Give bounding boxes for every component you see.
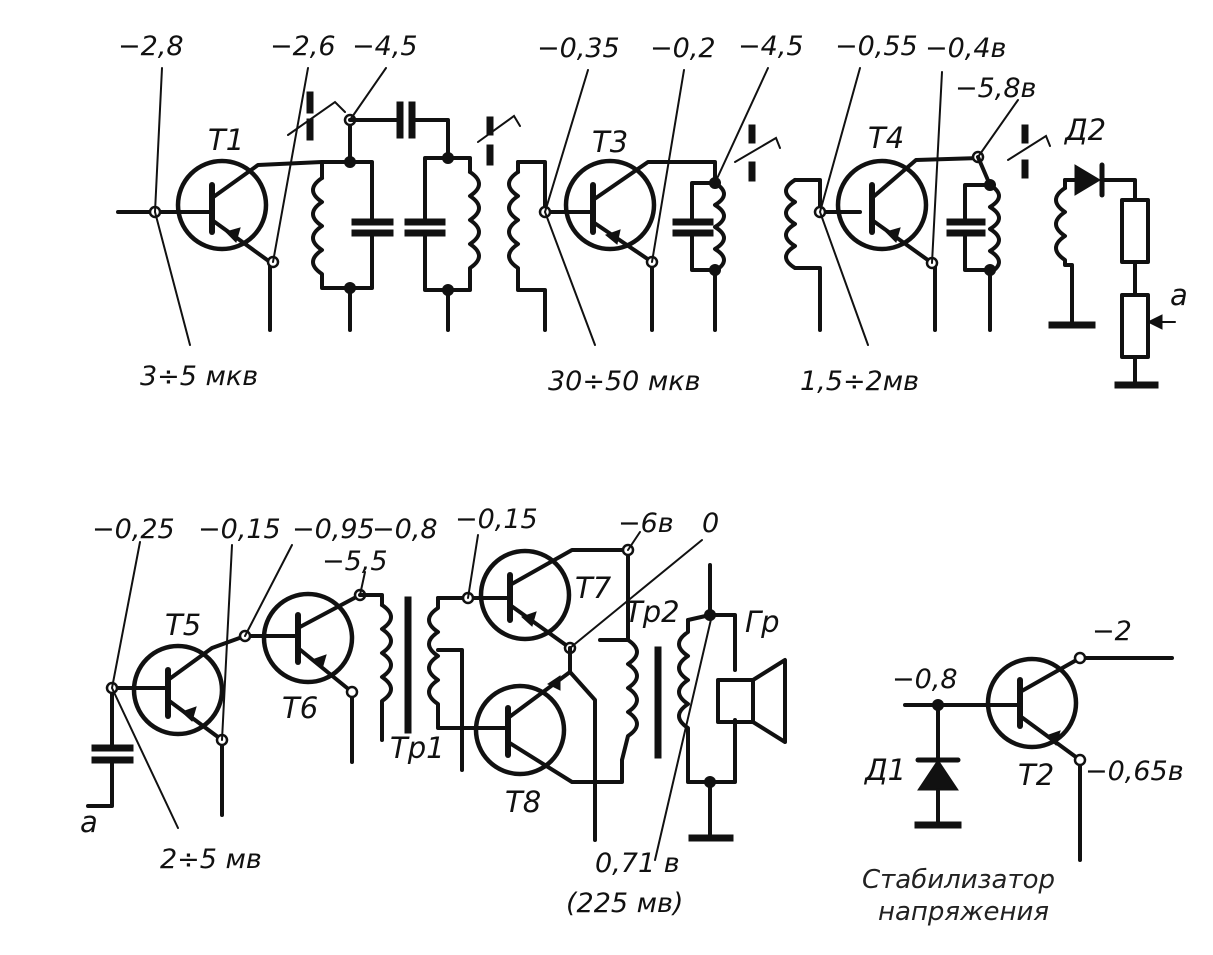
potentiometer-volume <box>1120 293 1150 359</box>
label-t7: T7 <box>575 571 612 605</box>
transistor-t6 <box>261 591 355 685</box>
label-t2: T2 <box>1018 758 1054 792</box>
resistor-load <box>1120 198 1150 264</box>
speaker-gr <box>716 658 787 744</box>
voltage-t2-emitter: −0,65в <box>1085 756 1184 787</box>
coupling-cap <box>348 101 450 160</box>
pin-t2-emitter <box>1073 753 1087 767</box>
af-stage-t5 <box>86 634 247 817</box>
label-t8: T8 <box>505 785 541 819</box>
voltage-t4-emitter: −0,4в <box>925 33 1006 64</box>
voltage-t3-collector: −4,5 <box>738 31 804 62</box>
label-d1: Д1 <box>863 753 906 787</box>
label-a-top: a <box>1170 278 1188 312</box>
label-t6: T6 <box>282 691 318 725</box>
transistor-t7 <box>478 548 572 642</box>
voltage-t2-base: −0,8 <box>892 664 958 695</box>
label-a-bottom: a <box>80 805 98 839</box>
label-d2: Д2 <box>1063 113 1106 147</box>
rf-stage-t3 <box>538 158 717 332</box>
signal-output-1: 0,71 в <box>595 848 680 879</box>
label-gr: Гр <box>745 605 780 639</box>
voltage-labels: −2,8 −2,6 −4,5 −0,35 −0,2 −4,5 −0,55 −0,… <box>92 31 1184 787</box>
detector <box>1048 162 1176 389</box>
af-stage-t6 <box>238 588 367 764</box>
voltage-t1-collector: −4,5 <box>352 31 418 62</box>
signal-stage4: 1,5÷2мв <box>800 366 919 397</box>
transformer-tr2 <box>654 563 737 842</box>
label-tr2: Тр2 <box>625 595 680 629</box>
tank-3 <box>672 124 822 332</box>
rf-stage-t1 <box>116 158 324 332</box>
transistor-t5 <box>131 643 225 737</box>
signal-input: 3÷5 мкв <box>140 361 258 392</box>
caption-line-1: Стабилизатор <box>862 865 1055 895</box>
voltage-t3-emitter: −0,2 <box>650 33 716 64</box>
transistor-t2 <box>985 656 1079 750</box>
transistor-t8 <box>473 683 567 777</box>
diode-d2 <box>1074 164 1101 196</box>
signal-labels: 3÷5 мкв 30÷50 мкв 1,5÷2мв 2÷5 мв 0,71 в … <box>140 361 919 919</box>
transformer-tr1 <box>358 593 490 772</box>
label-t4: T4 <box>868 121 904 155</box>
caption-line-2: напряжения <box>878 897 1049 927</box>
voltage-t4-base: −0,55 <box>835 31 918 62</box>
voltage-t7-emitter: 0 <box>702 508 719 539</box>
pin-t6-emitter <box>345 685 359 699</box>
signal-stage5: 2÷5 мв <box>160 844 262 875</box>
voltage-t1-emitter: −2,6 <box>270 31 336 62</box>
voltage-t5-emitter: −0,15 <box>198 514 281 545</box>
voltage-t6-collector: −5,5 <box>322 546 388 577</box>
transistor-t4 <box>835 158 929 252</box>
label-t5: T5 <box>165 608 201 642</box>
voltage-t7-collector: −6в <box>618 508 674 539</box>
rf-stage-t4 <box>813 150 985 332</box>
transistor-t3 <box>563 158 657 252</box>
voltage-stabilizer <box>903 651 1174 862</box>
label-t1: T1 <box>208 123 244 157</box>
transistor-t1 <box>175 158 269 252</box>
voltage-t1-base: −2,8 <box>118 31 184 62</box>
voltage-t5-base: −0,25 <box>92 514 175 545</box>
tank-1 <box>287 91 394 332</box>
pin-t2-collector <box>1073 651 1087 665</box>
voltage-t6-emitter: −0,8 <box>372 514 438 545</box>
diode-d1 <box>917 759 959 791</box>
voltage-t3-base: −0,35 <box>537 33 620 64</box>
leader-lines-top <box>153 67 1019 346</box>
tank-4 <box>946 124 1051 332</box>
label-t3: T3 <box>592 125 628 159</box>
leader-lines-bottom <box>110 531 713 861</box>
voltage-t6-base: −0,95 <box>292 514 375 545</box>
tank-2 <box>404 114 547 332</box>
voltage-t7-base: −0,15 <box>455 504 538 535</box>
stabilizer-caption: Стабилизатор напряжения <box>862 865 1055 927</box>
voltage-t2-collector: −2 <box>1092 616 1132 647</box>
label-tr1: Тр1 <box>390 731 445 765</box>
component-labels: T1 T3 T4 Д2 a T5 T6 Тр1 T7 T8 Тр2 Гр a Д… <box>80 113 1188 839</box>
signal-stage3: 30÷50 мкв <box>548 366 701 397</box>
voltage-t4-collector: −5,8в <box>955 73 1036 104</box>
signal-output-2: (225 мв) <box>566 888 683 919</box>
